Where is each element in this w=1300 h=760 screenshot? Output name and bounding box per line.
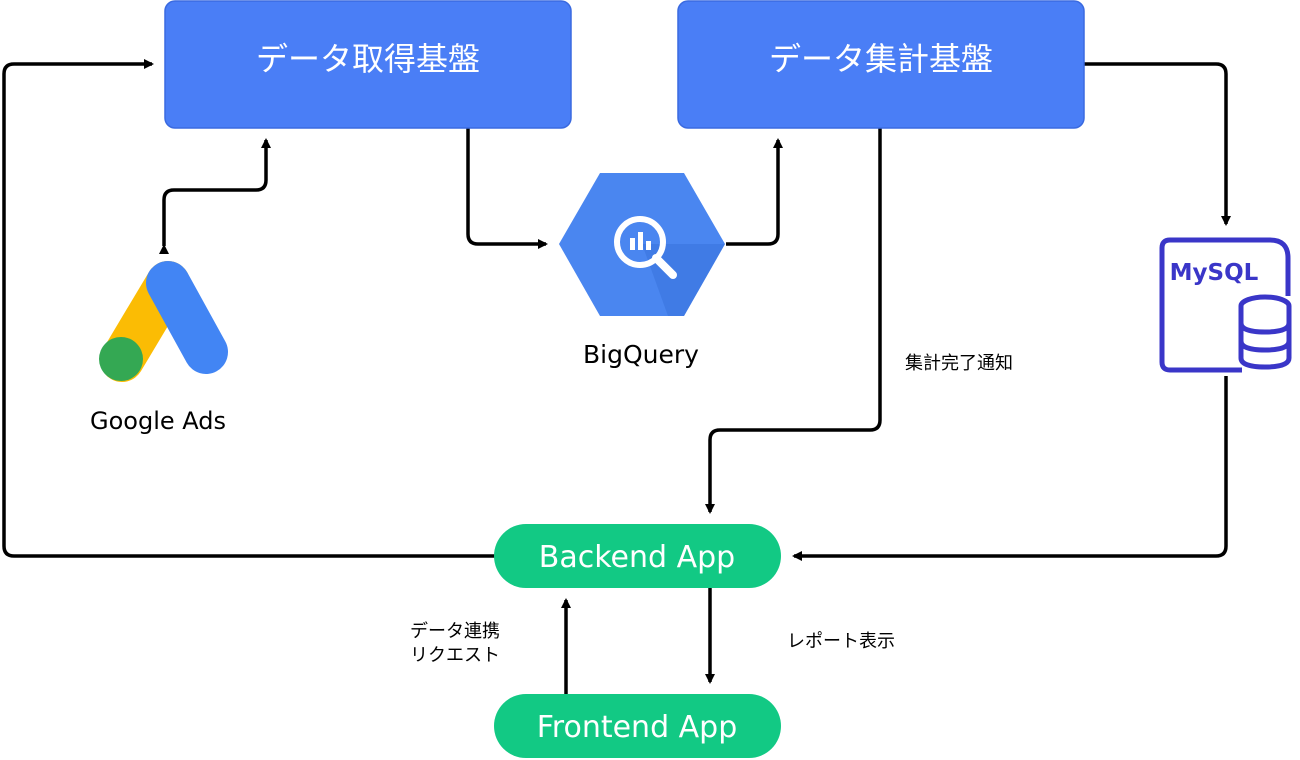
report-display-label: レポート表示 (787, 631, 895, 652)
aggregation-platform-label: データ集計基盤 (769, 40, 993, 78)
edge-acquisition-to-bigquery (466, 128, 548, 249)
acquisition-platform-box[interactable]: データ取得基盤 (164, 0, 572, 129)
data-request-label-line1: データ連携 (410, 621, 500, 642)
bigquery-node[interactable]: BigQuery (559, 173, 725, 369)
edge-aggregation-to-backend (705, 128, 882, 514)
aggregation-platform-box[interactable]: データ集計基盤 (677, 0, 1085, 129)
frontend-app-label: Frontend App (537, 710, 738, 745)
acquisition-platform-label: データ取得基盤 (256, 40, 480, 78)
mysql-icon (1159, 237, 1292, 373)
frontend-app-node[interactable]: Frontend App (494, 694, 781, 758)
bigquery-label: BigQuery (583, 340, 699, 369)
connectors (2, 59, 1231, 694)
edge-aggregation-to-mysql (1084, 62, 1231, 226)
aggregation-done-label: 集計完了通知 (905, 353, 1013, 374)
google-ads-node[interactable]: Google Ads (90, 261, 228, 435)
mysql-node[interactable]: MySQL (1159, 237, 1292, 373)
mysql-label: MySQL (1170, 260, 1259, 286)
data-request-label-line2: リクエスト (410, 645, 500, 666)
edge-googleads-acquisition (159, 138, 271, 254)
backend-app-label: Backend App (539, 540, 735, 575)
google-ads-label: Google Ads (90, 407, 226, 435)
edge-bigquery-to-aggregation (726, 138, 783, 246)
database-icon (1238, 294, 1292, 370)
backend-app-node[interactable]: Backend App (494, 524, 781, 588)
google-ads-icon (99, 261, 228, 382)
edge-mysql-to-backend (792, 376, 1228, 561)
bigquery-icon (559, 173, 725, 316)
edge-backend-to-acquisition (2, 59, 497, 558)
